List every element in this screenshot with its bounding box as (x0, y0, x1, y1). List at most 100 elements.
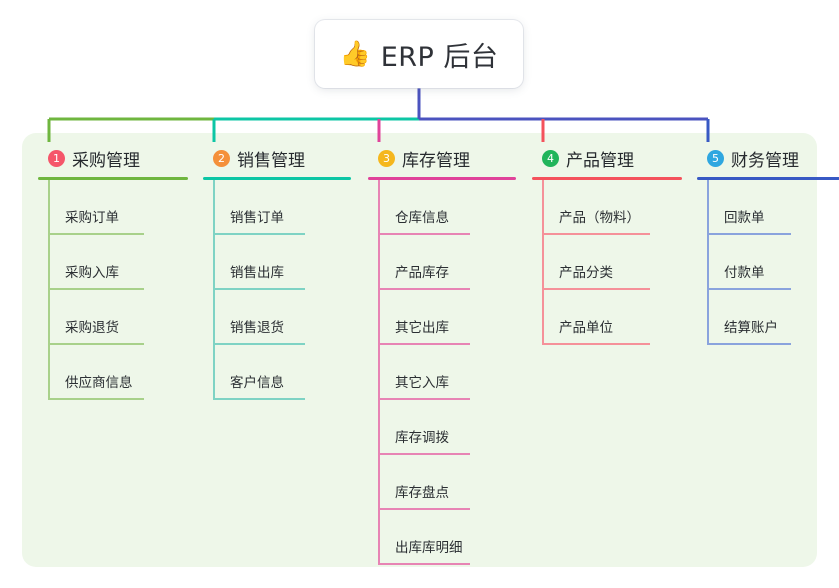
branch-header-3[interactable]: 3 库存管理 (368, 146, 516, 171)
branch-item-label: 其它入库 (395, 375, 449, 391)
branch-item-label: 其它出库 (395, 320, 449, 336)
branch-item-rule (378, 563, 470, 565)
branch-item-label: 供应商信息 (65, 375, 133, 391)
branch-item-rule (378, 233, 470, 235)
diagram-background-panel (22, 133, 817, 567)
branch-spine (378, 180, 380, 565)
branch-item-label: 产品分类 (559, 265, 613, 281)
branch-item[interactable]: 销售订单 (203, 180, 351, 235)
branch-item-rule (707, 288, 791, 290)
branch-spine (542, 180, 544, 345)
branch-item-label: 产品库存 (395, 265, 449, 281)
branch-item[interactable]: 采购入库 (38, 235, 188, 290)
branch-item[interactable]: 库存盘点 (368, 455, 516, 510)
branch-item[interactable]: 产品库存 (368, 235, 516, 290)
branch-item[interactable]: 采购退货 (38, 290, 188, 345)
branch-header-rule (38, 177, 188, 180)
branch-item-rule (213, 343, 305, 345)
branch-item[interactable]: 出库库明细 (368, 510, 516, 565)
thumbs-up-icon: 👍 (339, 39, 371, 68)
branch-item-label: 结算账户 (724, 320, 778, 336)
branch-item-rule (48, 233, 144, 235)
branch-header-rule (368, 177, 516, 180)
branch-item-label: 库存调拨 (395, 430, 449, 446)
branch-item[interactable]: 其它入库 (368, 345, 516, 400)
branch-item-rule (48, 288, 144, 290)
branch-item-label: 销售出库 (230, 265, 284, 281)
branch-title: 财务管理 (731, 150, 799, 171)
branch-header-4[interactable]: 4 产品管理 (532, 146, 682, 171)
branch-spine (213, 180, 215, 400)
branch-item-label: 销售订单 (230, 210, 284, 226)
branch-item-label: 采购订单 (65, 210, 119, 226)
branch-item-label: 采购入库 (65, 265, 119, 281)
branch-item-rule (378, 343, 470, 345)
branch-item-list: 产品（物料） 产品分类产品单位 (532, 180, 682, 345)
branch-item[interactable]: 其它出库 (368, 290, 516, 345)
branch-item[interactable]: 仓库信息 (368, 180, 516, 235)
branch-item-rule (378, 508, 470, 510)
branch-header-5[interactable]: 5 财务管理 (697, 146, 839, 171)
branch-item-label: 库存盘点 (395, 485, 449, 501)
branch-header-rule (203, 177, 351, 180)
branch-number-badge: 2 (213, 149, 230, 167)
branch-item[interactable]: 产品分类 (532, 235, 682, 290)
branch-item[interactable]: 库存调拨 (368, 400, 516, 455)
branch-item-rule (378, 398, 470, 400)
root-node[interactable]: 👍 ERP 后台 (315, 20, 523, 88)
branch-column-1: 1 采购管理采购订单采购入库采购退货供应商信息 (38, 146, 188, 400)
branch-item[interactable]: 付款单 (697, 235, 839, 290)
branch-item-list: 回款单付款单结算账户 (697, 180, 839, 345)
root-node-content: 👍 ERP 后台 (340, 35, 499, 74)
branch-spine (48, 180, 50, 400)
branch-item-label: 仓库信息 (395, 210, 449, 226)
branch-item-rule (213, 233, 305, 235)
branch-item-rule (542, 288, 650, 290)
branch-item[interactable]: 销售出库 (203, 235, 351, 290)
branch-number-badge: 4 (542, 149, 559, 167)
branch-title: 采购管理 (72, 150, 140, 171)
branch-item[interactable]: 客户信息 (203, 345, 351, 400)
branch-header-1[interactable]: 1 采购管理 (38, 146, 188, 171)
branch-item-label: 产品（物料） (559, 210, 640, 226)
branch-item-label: 采购退货 (65, 320, 119, 336)
branch-column-3: 3 库存管理仓库信息产品库存其它出库其它入库库存调拨库存盘点出库库明细 (368, 146, 516, 565)
branch-item-rule (542, 343, 650, 345)
branch-header-rule (532, 177, 682, 180)
branch-item-label: 销售退货 (230, 320, 284, 336)
branch-item-list: 采购订单采购入库采购退货供应商信息 (38, 180, 188, 400)
branch-item-label: 客户信息 (230, 375, 284, 391)
branch-number-badge: 1 (48, 149, 65, 167)
branch-item-label: 出库库明细 (395, 540, 463, 556)
branch-item[interactable]: 产品单位 (532, 290, 682, 345)
root-title: ERP 后台 (380, 41, 499, 73)
branch-item-rule (542, 233, 650, 235)
branch-item[interactable]: 销售退货 (203, 290, 351, 345)
branch-item-rule (213, 288, 305, 290)
branch-item-rule (707, 233, 791, 235)
branch-item[interactable]: 采购订单 (38, 180, 188, 235)
branch-item-list: 销售订单销售出库销售退货客户信息 (203, 180, 351, 400)
branch-header-rule (697, 177, 839, 180)
branch-item-rule (707, 343, 791, 345)
branch-item[interactable]: 结算账户 (697, 290, 839, 345)
branch-item-list: 仓库信息产品库存其它出库其它入库库存调拨库存盘点出库库明细 (368, 180, 516, 565)
branch-column-4: 4 产品管理产品（物料） 产品分类产品单位 (532, 146, 682, 345)
branch-item-rule (378, 288, 470, 290)
branch-title: 产品管理 (566, 150, 634, 171)
branch-item[interactable]: 产品（物料） (532, 180, 682, 235)
branch-number-badge: 5 (707, 149, 724, 167)
branch-item-rule (213, 398, 305, 400)
branch-column-5: 5 财务管理回款单付款单结算账户 (697, 146, 839, 345)
branch-item-label: 产品单位 (559, 320, 613, 336)
branch-item-rule (48, 343, 144, 345)
branch-item-rule (48, 398, 144, 400)
branch-item[interactable]: 供应商信息 (38, 345, 188, 400)
branch-title: 库存管理 (402, 150, 470, 171)
branch-item[interactable]: 回款单 (697, 180, 839, 235)
branch-number-badge: 3 (378, 149, 395, 167)
branch-item-rule (378, 453, 470, 455)
